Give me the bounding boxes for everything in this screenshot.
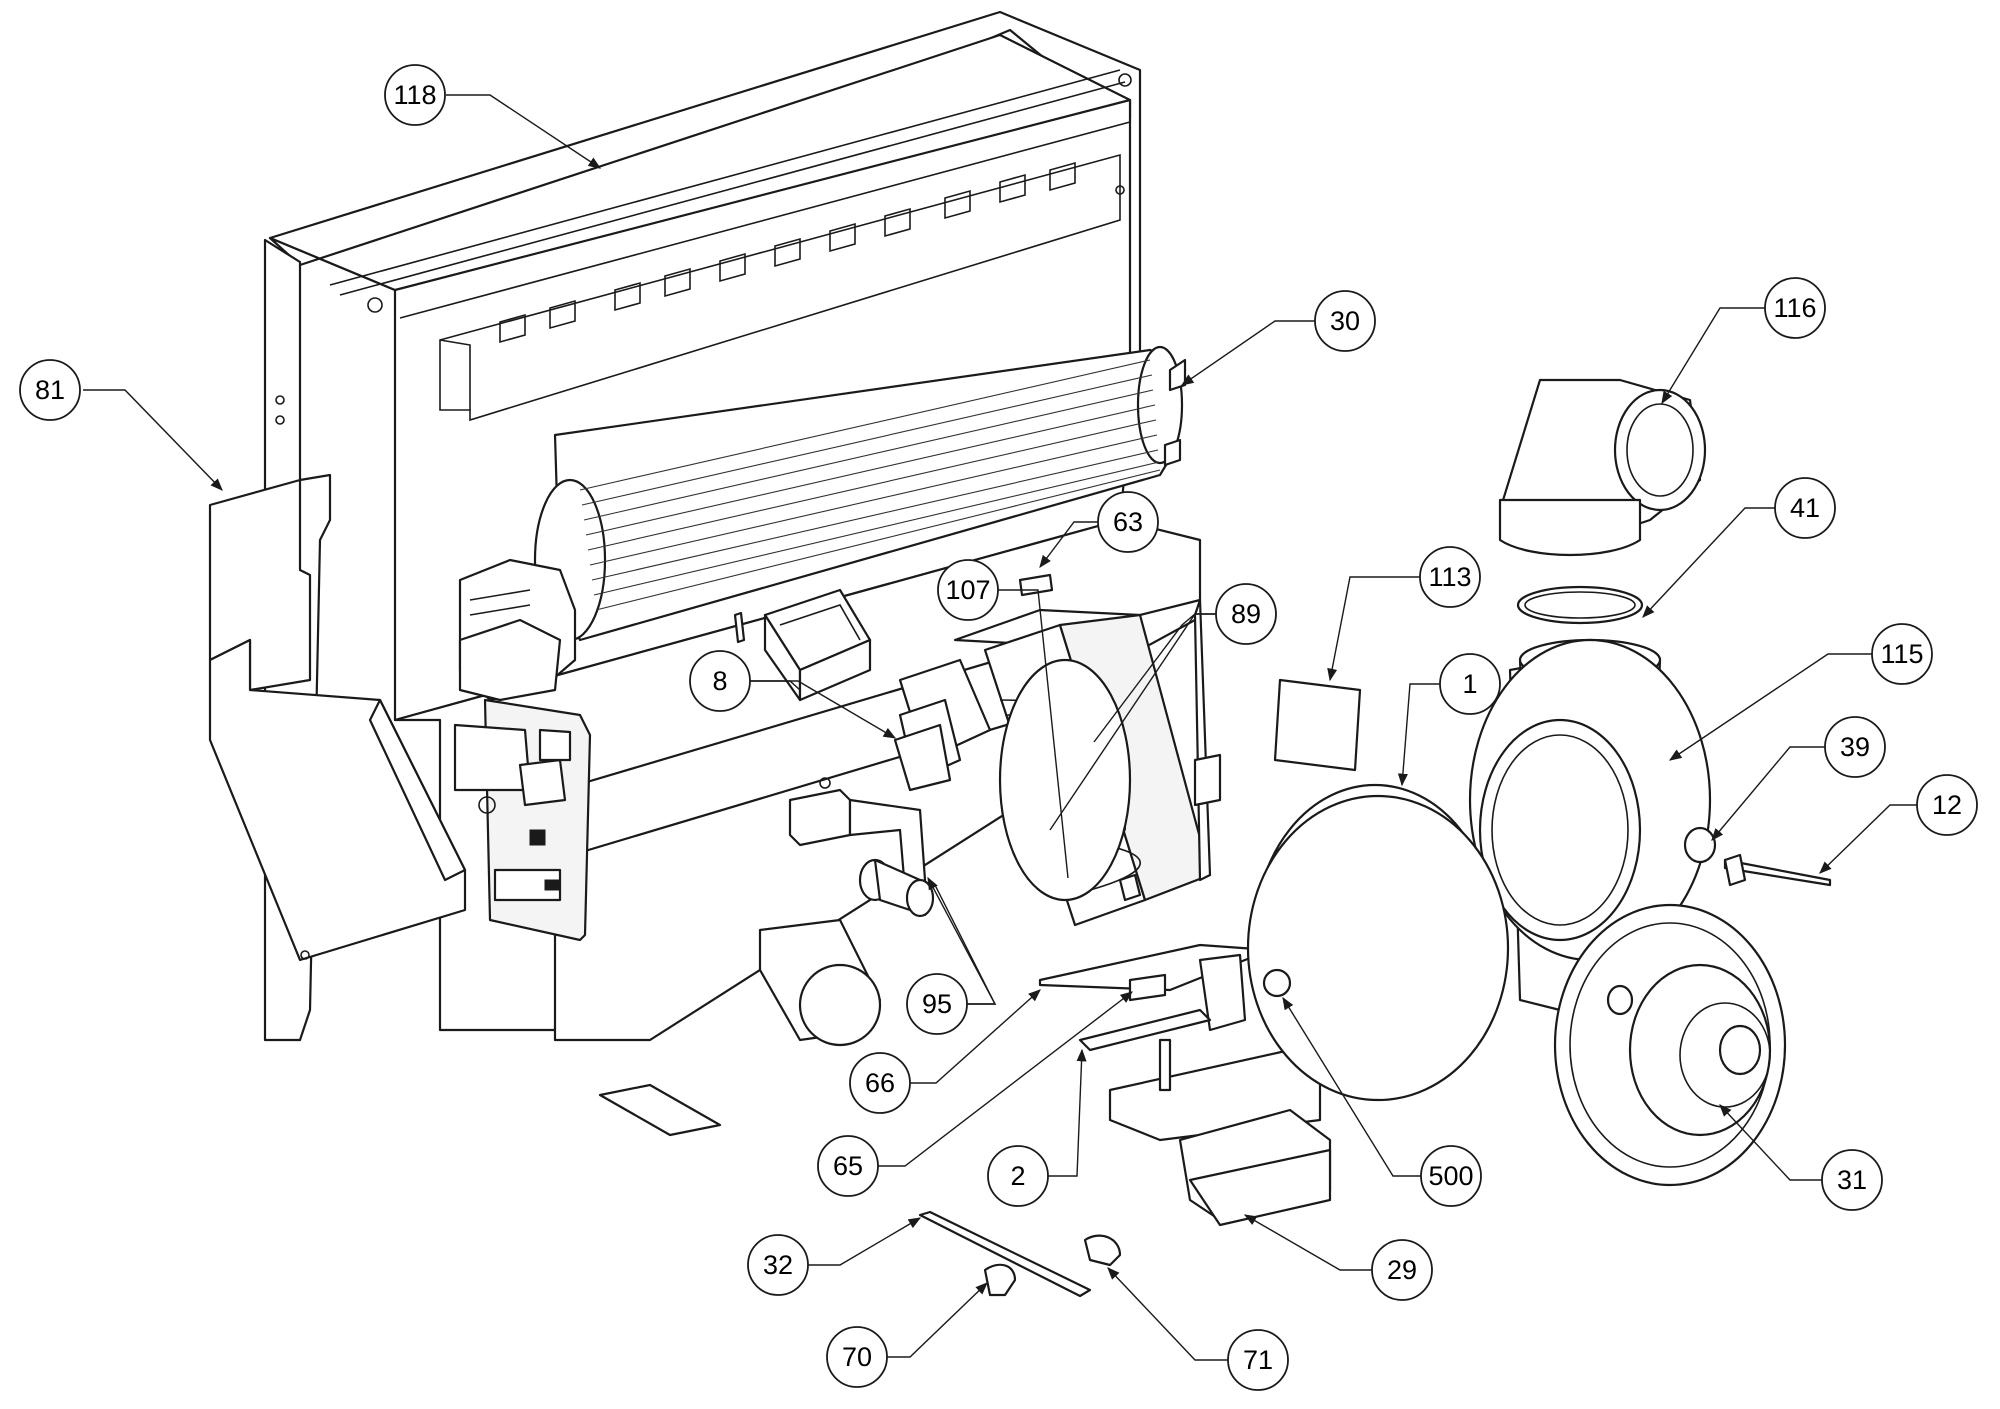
- callout-label: 500: [1428, 1161, 1473, 1191]
- callout-label: 12: [1932, 790, 1962, 820]
- callout-label: 8: [712, 666, 727, 696]
- plate-2: [1078, 1008, 1212, 1052]
- callout-32: 32: [747, 1234, 809, 1296]
- callout-41: 41: [1774, 477, 1836, 539]
- feed-chute: [763, 588, 992, 792]
- spacer-65: [1128, 973, 1167, 1002]
- callout-label: 29: [1387, 1255, 1417, 1285]
- callout-label: 81: [35, 375, 65, 405]
- side-panel: [208, 238, 467, 1042]
- clip-71: [1083, 1234, 1122, 1267]
- elbow-116: [1498, 378, 1707, 557]
- callout-label: 1: [1462, 669, 1477, 699]
- callout-500: 500: [1420, 1145, 1482, 1207]
- callout-label: 70: [842, 1342, 872, 1372]
- callout-8: 8: [689, 650, 751, 712]
- ball-500: [1262, 968, 1292, 998]
- callout-95: 95: [906, 973, 968, 1035]
- callout-label: 65: [833, 1151, 863, 1181]
- callout-label: 32: [763, 1250, 793, 1280]
- callout-label: 39: [1840, 732, 1870, 762]
- auger-housing: [953, 598, 1222, 927]
- small-rod: [733, 611, 746, 644]
- tube-ribs: [579, 359, 1161, 611]
- callout-81: 81: [19, 359, 81, 421]
- gear-motor: [1108, 1038, 1332, 1227]
- callout-63: 63: [1097, 491, 1159, 553]
- vent-slots: [499, 161, 1076, 344]
- small-plate: [598, 1083, 722, 1137]
- callout-89: 89: [1215, 583, 1277, 645]
- callout-label: 118: [393, 80, 436, 110]
- callout-71: 71: [1227, 1329, 1289, 1391]
- callout-label: 89: [1231, 599, 1261, 629]
- motor-cylinder: [758, 918, 882, 1047]
- callout-29: 29: [1371, 1239, 1433, 1301]
- callout-65: 65: [817, 1135, 879, 1197]
- callout-label: 71: [1243, 1345, 1273, 1375]
- callout-115: 115: [1871, 623, 1933, 685]
- callout-113: 113: [1419, 546, 1481, 608]
- callout-label: 115: [1880, 639, 1923, 669]
- callout-label: 2: [1010, 1161, 1025, 1191]
- cover-plate-113: [1273, 678, 1362, 772]
- mount-bracket: [788, 777, 927, 892]
- control-board: [453, 698, 592, 942]
- callout-118: 118: [384, 64, 446, 126]
- front-flange-31: [1553, 903, 1787, 1187]
- callout-label: 66: [865, 1068, 895, 1098]
- callout-2: 2: [987, 1145, 1049, 1207]
- callout-70: 70: [826, 1326, 888, 1388]
- callout-30: 30: [1314, 290, 1376, 352]
- pin-12: [1723, 853, 1832, 887]
- plate-66: [1038, 943, 1272, 1032]
- callout-label: 107: [945, 575, 990, 605]
- callout-1: 1: [1439, 653, 1501, 715]
- callout-label: 113: [1428, 562, 1471, 592]
- callout-12: 12: [1916, 774, 1978, 836]
- gasket-1: [1246, 794, 1510, 1102]
- disc-39: [1683, 826, 1717, 864]
- shaft: [918, 1210, 1092, 1298]
- callout-label: 31: [1837, 1165, 1867, 1195]
- callout-label: 63: [1113, 507, 1143, 537]
- callout-label: 116: [1773, 293, 1816, 323]
- callout-39: 39: [1824, 716, 1886, 778]
- callout-66: 66: [849, 1052, 911, 1114]
- leader-lines: [83, 94, 1917, 1361]
- callout-label: 41: [1790, 493, 1820, 523]
- callout-label: 30: [1330, 306, 1360, 336]
- ring-41: [1516, 585, 1644, 625]
- clip-70: [983, 1263, 1017, 1297]
- callout-31: 31: [1821, 1149, 1883, 1211]
- sensor: [858, 858, 935, 918]
- callout-label: 95: [922, 989, 952, 1019]
- callout-116: 116: [1764, 277, 1826, 339]
- callout-107: 107: [937, 559, 999, 621]
- igniter-assembly: [458, 558, 577, 702]
